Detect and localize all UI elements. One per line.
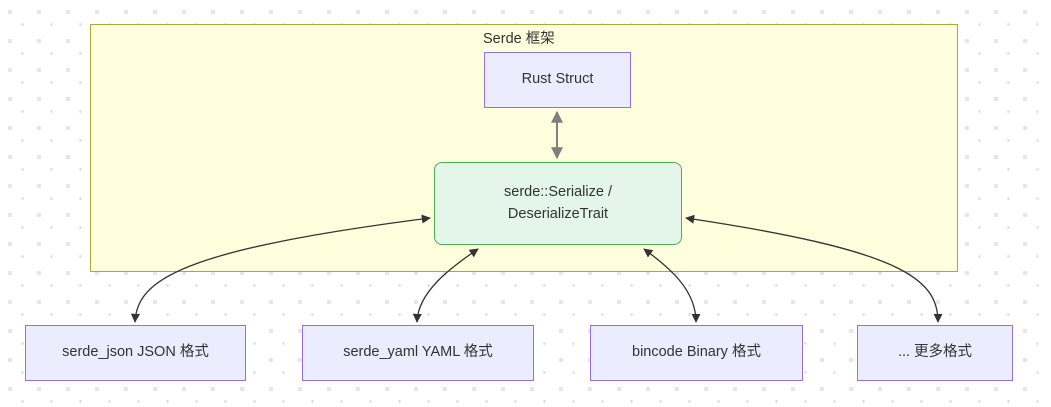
- edge-trait-yaml: [412, 248, 479, 323]
- node-bincode[interactable]: bincode Binary 格式: [590, 325, 803, 381]
- serde-framework-group-label: Serde 框架: [483, 31, 555, 47]
- node-serde-json[interactable]: serde_json JSON 格式: [25, 325, 246, 381]
- edge-trait-more: [685, 214, 943, 323]
- node-rust-struct[interactable]: Rust Struct: [484, 52, 631, 108]
- node-more-formats-label: ... 更多格式: [897, 344, 973, 361]
- edge-trait-json: [130, 214, 431, 323]
- node-rust-struct-label: Rust Struct: [521, 71, 594, 88]
- node-serde-trait[interactable]: serde::Serialize / DeserializeTrait: [434, 162, 682, 245]
- node-serde-yaml-label: serde_yaml YAML 格式: [343, 344, 493, 361]
- edge-trait-bincode: [643, 248, 701, 323]
- node-serde-json-label: serde_json JSON 格式: [62, 344, 209, 361]
- node-more-formats[interactable]: ... 更多格式: [857, 325, 1013, 381]
- node-serde-yaml[interactable]: serde_yaml YAML 格式: [302, 325, 534, 381]
- node-serde-trait-label: serde::Serialize / DeserializeTrait: [504, 184, 612, 222]
- node-bincode-label: bincode Binary 格式: [632, 344, 761, 361]
